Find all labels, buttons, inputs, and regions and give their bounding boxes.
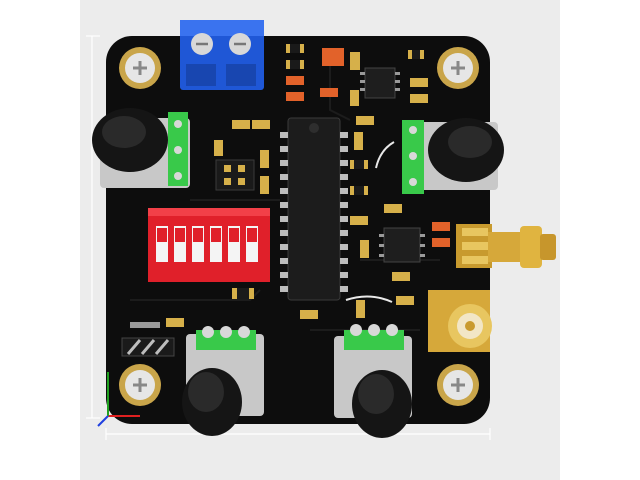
ic-pin [340, 286, 348, 292]
pin-header [215, 159, 255, 191]
ic-pin [340, 174, 348, 180]
ic-pin [340, 188, 348, 194]
ic-pin [340, 202, 348, 208]
silkscreen-arc-2 [375, 141, 395, 169]
dip-switch-icon [148, 208, 270, 282]
capacitor-orange [322, 48, 344, 66]
sma-connector-icon [456, 224, 556, 268]
dip-switch-lever [247, 228, 257, 242]
ic-pin [280, 174, 288, 180]
mounting-hole-bottom-right [437, 364, 479, 406]
silkscreen-arc [345, 295, 393, 303]
3d-viewport[interactable] [80, 0, 560, 480]
ic-top-right-pins [360, 72, 400, 91]
potentiometer-bottom-right [334, 324, 412, 438]
ic-pin [340, 146, 348, 152]
potentiometer-top-left [92, 108, 190, 188]
main-dip-ic [280, 117, 348, 301]
ic-pin [280, 132, 288, 138]
ic-right-middle [300, 222, 450, 319]
axis-triad-icon [97, 372, 140, 427]
ic-pin [280, 286, 288, 292]
dimension-lines [86, 35, 491, 440]
ic-pin [280, 272, 288, 278]
ic-pin [280, 258, 288, 264]
smd-parts-bottom-left [121, 288, 254, 357]
sma-vertical-connector [428, 290, 492, 352]
dip-switch-lever [193, 228, 203, 242]
potentiometer-bottom-left [182, 326, 264, 436]
ic-pin [340, 244, 348, 250]
mounting-hole-top-left [119, 47, 161, 89]
dip-switch-lever [157, 228, 167, 242]
ic-pin [280, 202, 288, 208]
ic-pin [340, 132, 348, 138]
ic-pin [280, 216, 288, 222]
ic-pin [340, 230, 348, 236]
ic-pin [340, 258, 348, 264]
mounting-hole-bottom-left [119, 364, 161, 406]
ic-pin [280, 146, 288, 152]
ic-pin [280, 160, 288, 166]
mounting-hole-top-right [437, 47, 479, 89]
smd-resistors-top [286, 44, 428, 106]
smd-parts-middle [214, 116, 402, 225]
dip-switch-lever [211, 228, 221, 242]
dip-switch-lever [175, 228, 185, 242]
terminal-block-icon [180, 20, 264, 90]
ic-pin [340, 160, 348, 166]
ic-pin [280, 244, 288, 250]
ic-top-right [364, 67, 396, 99]
pcb-scene [86, 20, 556, 440]
dip-switch-lever [229, 228, 239, 242]
ic-pin [280, 230, 288, 236]
ic-pin [340, 272, 348, 278]
potentiometer-top-right [402, 118, 504, 194]
ic-pin [340, 216, 348, 222]
ic-pin [280, 188, 288, 194]
